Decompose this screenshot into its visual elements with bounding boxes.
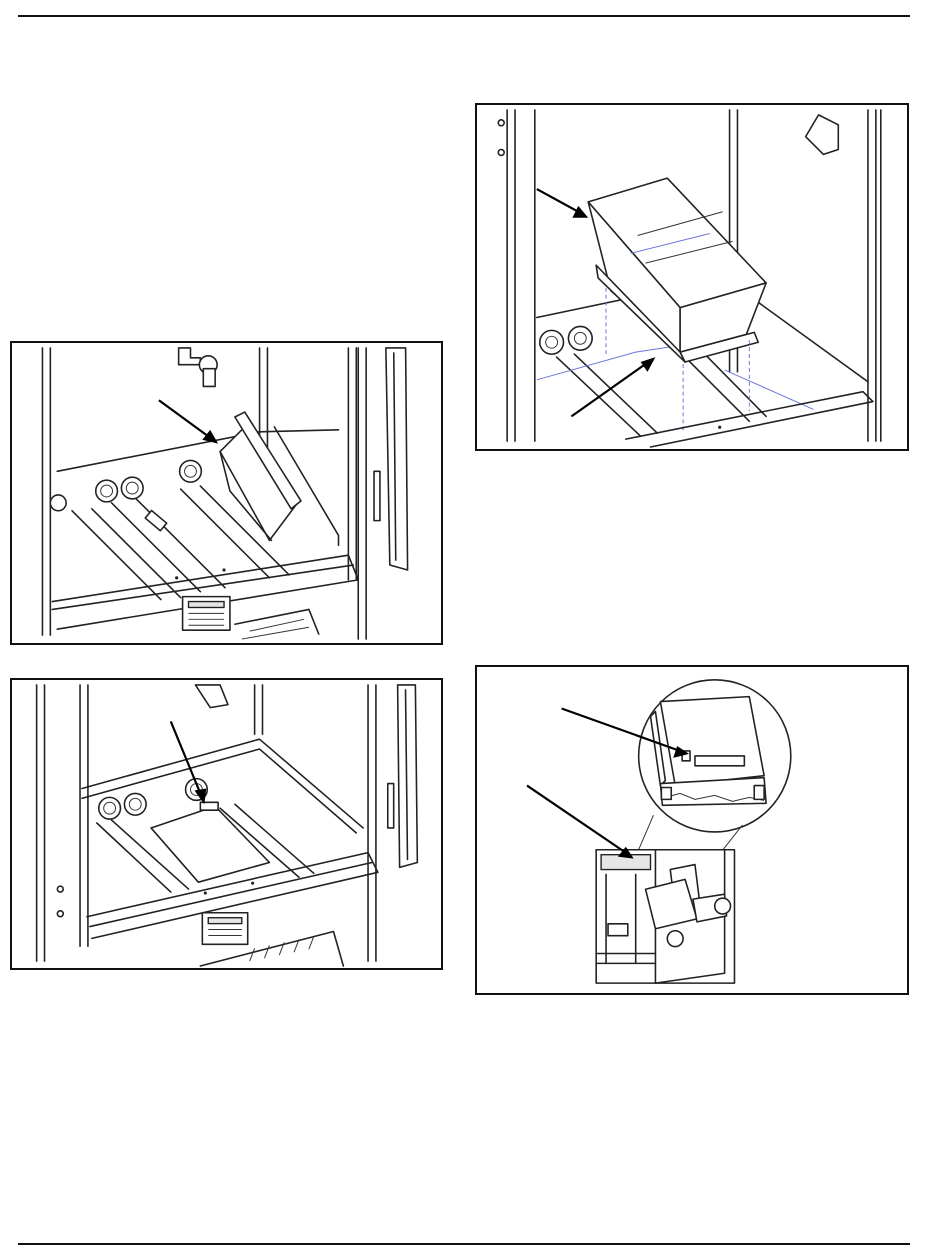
figure-cabinet-bin — [475, 103, 909, 451]
cabinet-with-tilted-pan-icon — [12, 343, 441, 643]
cabinet-with-bin-icon — [477, 105, 907, 449]
bottom-rule — [18, 1243, 910, 1245]
top-rule — [18, 15, 910, 17]
figure-cabinet-tilted-pan — [10, 341, 443, 645]
cabinet-with-flat-pan-icon — [12, 680, 441, 968]
figure-cabinet-flat-pan — [10, 678, 443, 970]
bin-detail-callout-icon — [477, 667, 907, 993]
figure-bin-detail — [475, 665, 909, 995]
